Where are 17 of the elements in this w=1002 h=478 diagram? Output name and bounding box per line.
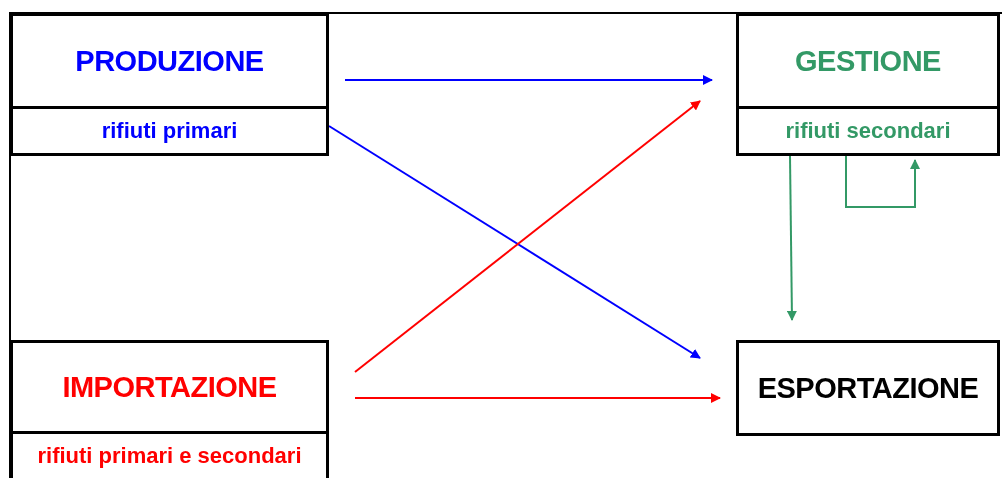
subtitle: rifiuti primari e secondari bbox=[13, 431, 326, 478]
process-box bbox=[736, 340, 1000, 436]
subtitle: rifiuti secondari bbox=[739, 106, 997, 153]
process-box bbox=[736, 13, 1000, 156]
arrow bbox=[845, 155, 920, 208]
process-box bbox=[10, 13, 329, 156]
box-title: PRODUZIONE bbox=[74, 43, 265, 79]
box-title: ESPORTAZIONE bbox=[756, 370, 980, 406]
box-title: IMPORTAZIONE bbox=[61, 369, 278, 405]
box-title: GESTIONE bbox=[794, 43, 942, 79]
arrow bbox=[786, 155, 797, 321]
arrow bbox=[328, 125, 701, 359]
arrow bbox=[344, 75, 713, 85]
subtitle: rifiuti primari bbox=[13, 106, 326, 153]
arrow bbox=[354, 100, 701, 373]
arrow bbox=[354, 393, 721, 403]
process-box bbox=[10, 340, 329, 478]
